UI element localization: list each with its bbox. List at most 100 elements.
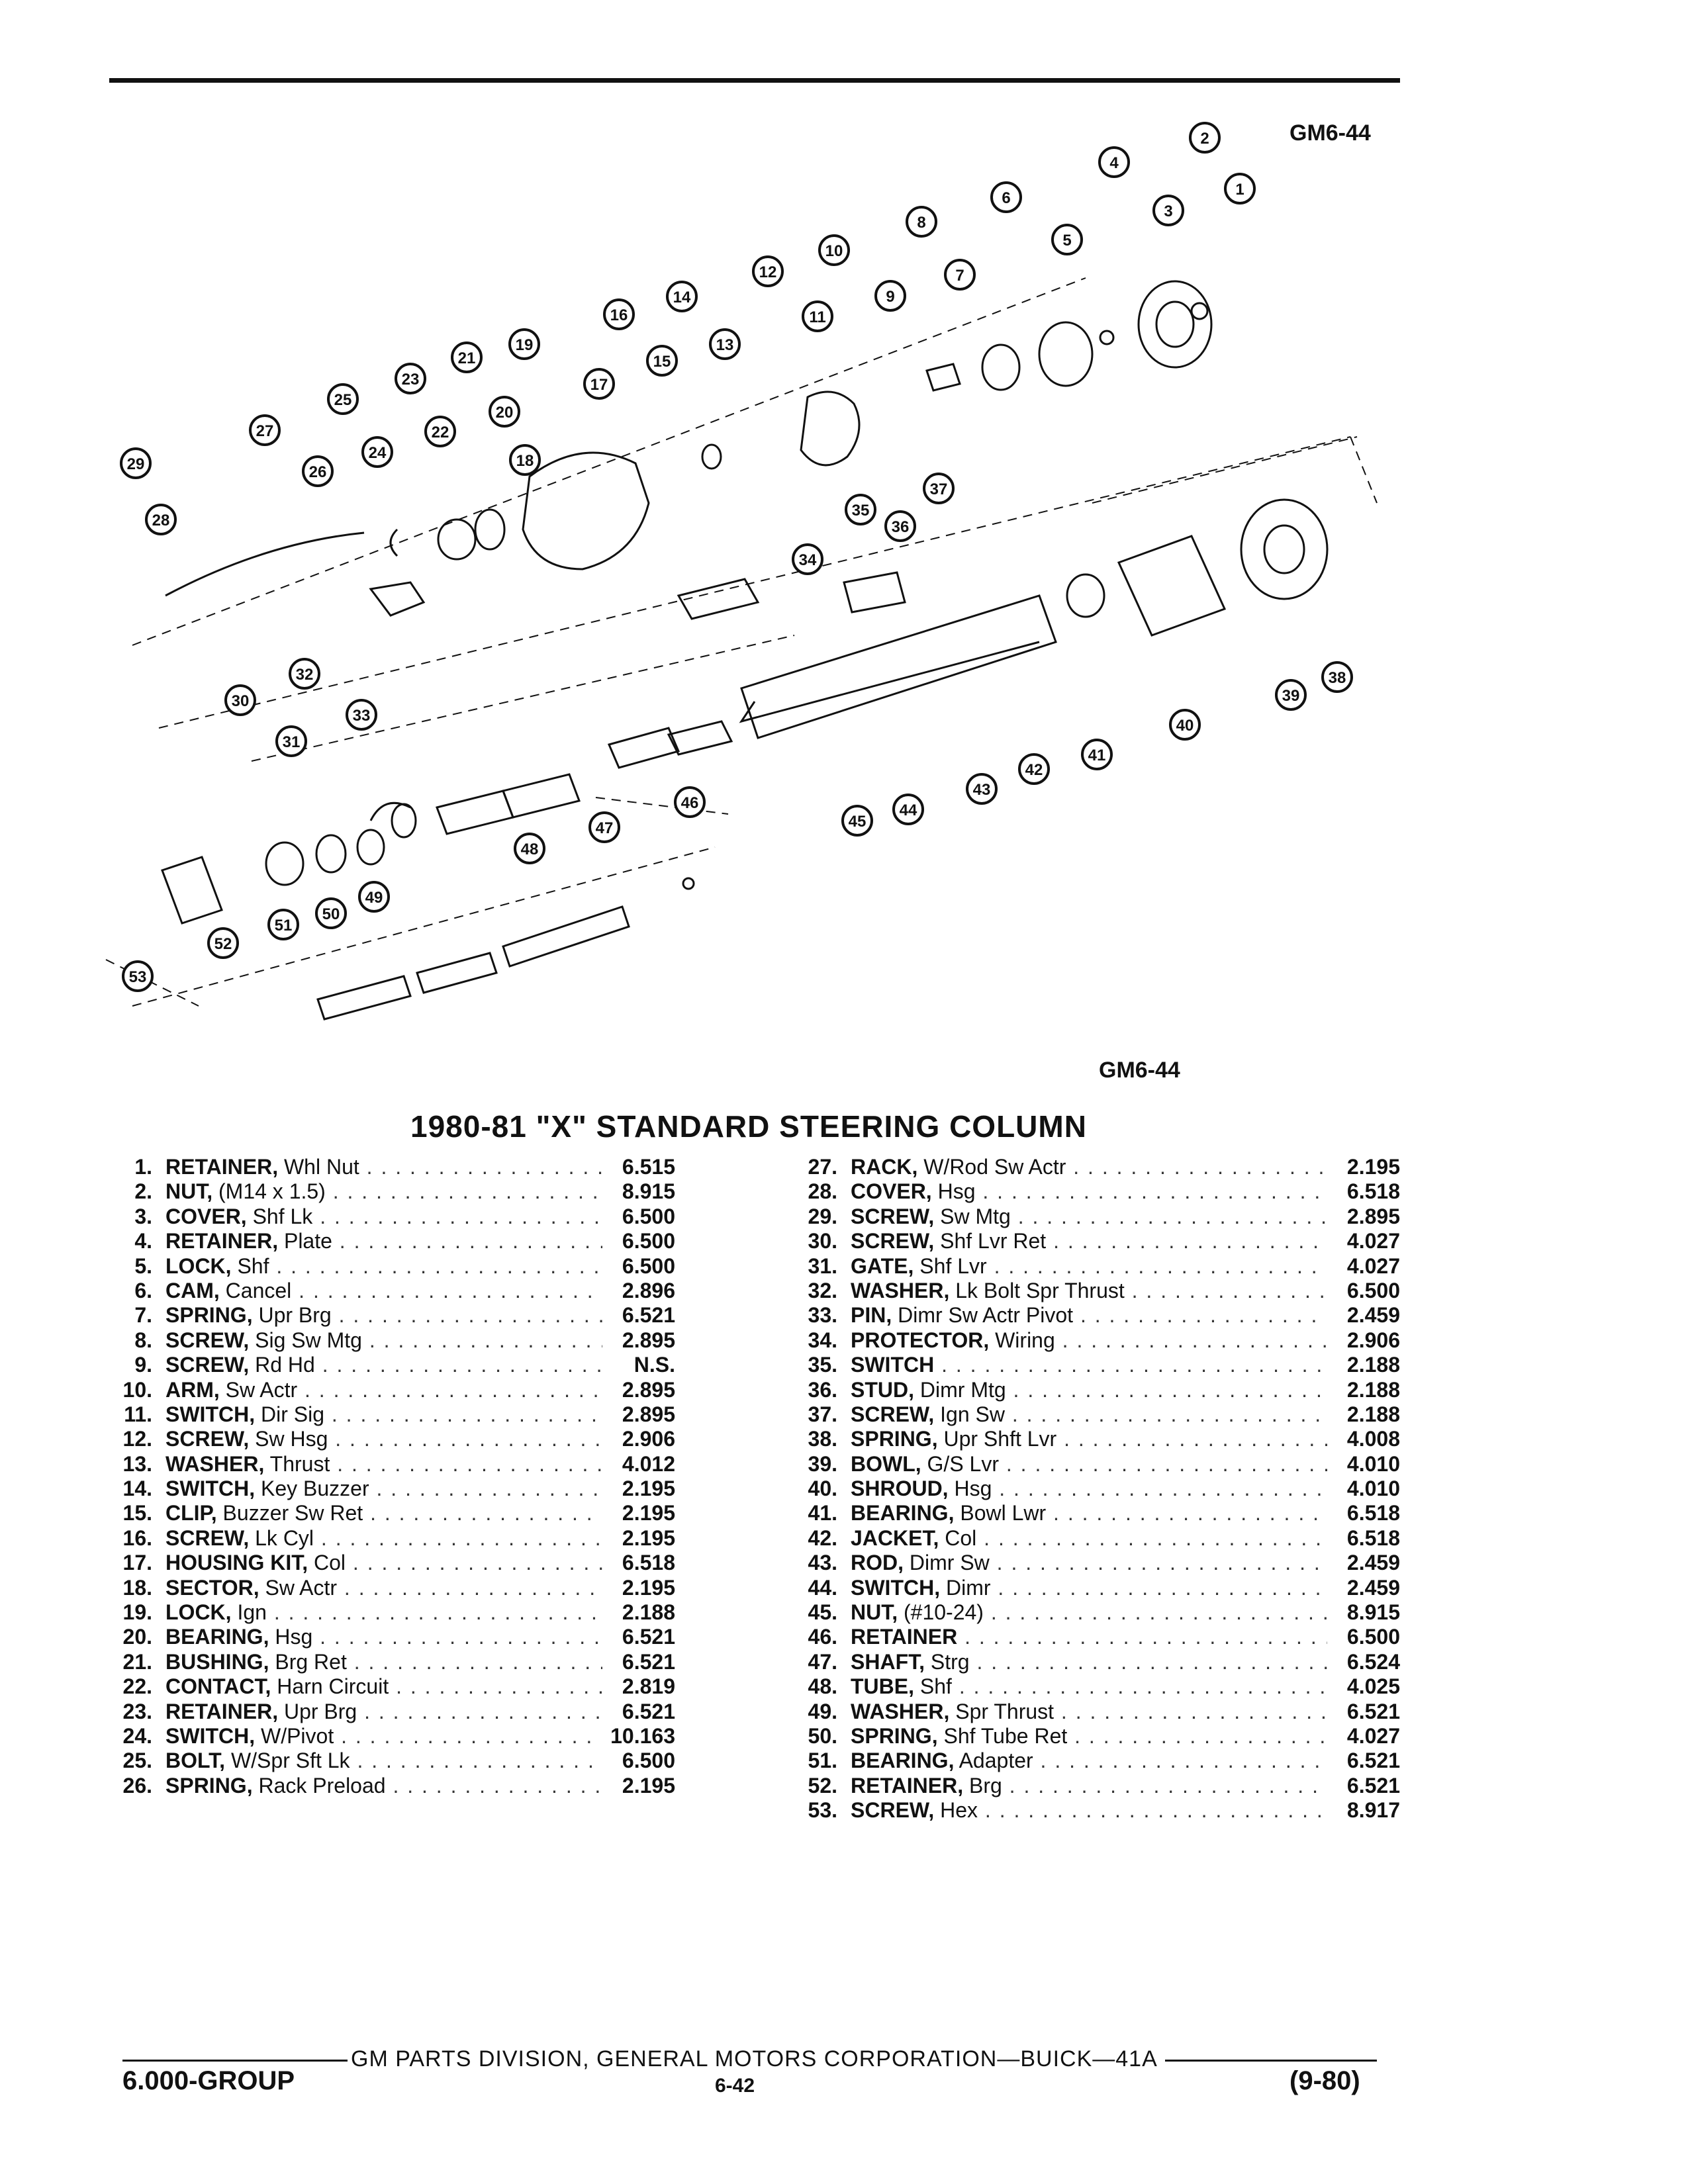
- part-description: SCREW, Rd Hd . . . . . . . . . . . . . .…: [165, 1353, 602, 1377]
- part-number: 41.: [808, 1501, 837, 1525]
- part-row: 46.RETAINER . . . . . . . . . . . . . . …: [784, 1625, 1420, 1649]
- callout-42: 42: [1018, 753, 1050, 785]
- part-row: 7.SPRING, Upr Brg . . . . . . . . . . . …: [99, 1303, 682, 1328]
- part-row: 13.WASHER, Thrust . . . . . . . . . . . …: [99, 1452, 682, 1477]
- part-group-code: 10.163: [610, 1723, 675, 1748]
- part-row: 6.CAM, Cancel . . . . . . . . . . . . . …: [99, 1279, 682, 1303]
- callout-50: 50: [315, 897, 347, 929]
- part-group-code: 6.500: [1346, 1625, 1400, 1649]
- part-description: SHROUD, Hsg . . . . . . . . . . . . . . …: [851, 1477, 1327, 1501]
- callout-number: 1: [1235, 181, 1244, 199]
- part-row: 5.LOCK, Shf . . . . . . . . . . . . . . …: [99, 1254, 682, 1279]
- part-number: 28.: [808, 1179, 837, 1204]
- callout-23: 23: [395, 363, 426, 394]
- part-number: 32.: [808, 1278, 837, 1302]
- footer-rule-left: [122, 2060, 348, 2062]
- part-group-code: 2.906: [622, 1427, 675, 1451]
- figure-code-top: GM6-44: [1289, 120, 1371, 146]
- part-group-code: 2.819: [622, 1674, 675, 1699]
- part-number: 23.: [122, 1699, 152, 1723]
- part-row: 41. BEARING, Bowl Lwr . . . . . . . . . .…: [784, 1501, 1420, 1525]
- part-description: SHAFT, Strg . . . . . . . . . . . . . . …: [851, 1649, 1327, 1674]
- part-description: SPRING, Upr Shft Lvr . . . . . . . . . .…: [851, 1427, 1327, 1451]
- part-group-code: 6.518: [1346, 1501, 1400, 1525]
- part-number: 4.: [134, 1229, 152, 1253]
- part-number: 14.: [122, 1477, 152, 1501]
- callout-number: 52: [214, 935, 232, 953]
- part-row: 1.RETAINER, Whl Nut . . . . . . . . . . …: [99, 1155, 682, 1179]
- part-row: 8.SCREW, Sig Sw Mtg . . . . . . . . . . …: [99, 1328, 682, 1353]
- part-group-code: 6.521: [622, 1303, 675, 1328]
- footer-date: (9-80): [1289, 2066, 1360, 2095]
- part-description: SWITCH, Dir Sig . . . . . . . . . . . . …: [165, 1402, 602, 1426]
- callout-number: 43: [973, 781, 991, 799]
- callout-11: 11: [802, 300, 833, 332]
- part-group-code: 2.195: [622, 1575, 675, 1600]
- part-number: 52.: [808, 1773, 837, 1797]
- callout-52: 52: [207, 927, 239, 959]
- part-description: SCREW, Ign Sw . . . . . . . . . . . . . …: [851, 1402, 1327, 1426]
- part-description: SCREW, Sw Hsg . . . . . . . . . . . . . …: [165, 1427, 602, 1451]
- callout-number: 19: [516, 336, 534, 354]
- part-number: 19.: [122, 1600, 152, 1625]
- footer-publisher: GM PARTS DIVISION, GENERAL MOTORS CORPOR…: [351, 2046, 1158, 2071]
- part-row: 16.SCREW, Lk Cyl . . . . . . . . . . . .…: [99, 1526, 682, 1551]
- callout-35: 35: [845, 494, 876, 525]
- callout-number: 49: [365, 889, 383, 907]
- part-number: 47.: [808, 1649, 837, 1674]
- part-number: 36.: [808, 1377, 837, 1402]
- callout-40: 40: [1169, 709, 1201, 741]
- callout-39: 39: [1275, 679, 1307, 711]
- part-group-code: 2.188: [1346, 1353, 1400, 1377]
- part-row: 50.SPRING, Shf Tube Ret . . . . . . . . …: [784, 1724, 1420, 1749]
- callout-number: 41: [1088, 747, 1106, 764]
- part-row: 25.BOLT, W/Spr Sft Lk . . . . . . . . . …: [99, 1749, 682, 1773]
- callout-number: 21: [458, 349, 476, 367]
- callout-4: 4: [1098, 146, 1130, 178]
- callout-number: 16: [610, 306, 628, 324]
- callout-5: 5: [1051, 224, 1083, 255]
- part-group-code: 6.521: [622, 1699, 675, 1723]
- part-group-code: 4.027: [1346, 1229, 1400, 1253]
- part-row: 38.SPRING, Upr Shft Lvr . . . . . . . . …: [784, 1427, 1420, 1451]
- part-group-code: 6.521: [622, 1649, 675, 1674]
- callout-number: 17: [590, 376, 608, 394]
- part-number: 21.: [122, 1649, 152, 1674]
- callout-34: 34: [792, 543, 823, 575]
- part-description: NUT, (M14 x 1.5) . . . . . . . . . . . .…: [165, 1179, 602, 1204]
- part-group-code: N.S.: [633, 1353, 675, 1377]
- part-description: BEARING, Bowl Lwr . . . . . . . . . . . …: [851, 1501, 1327, 1525]
- part-number: 7.: [134, 1303, 152, 1328]
- callout-number: 3: [1164, 203, 1172, 220]
- part-number: 44.: [808, 1575, 837, 1600]
- part-group-code: 6.500: [622, 1204, 675, 1228]
- part-description: BOWL, G/S Lvr . . . . . . . . . . . . . …: [851, 1451, 1327, 1476]
- footer-rule-right: [1165, 2060, 1377, 2062]
- callout-3: 3: [1152, 195, 1184, 226]
- part-row: 12.SCREW, Sw Hsg . . . . . . . . . . . .…: [99, 1427, 682, 1451]
- part-description: SWITCH, Key Buzzer . . . . . . . . . . .…: [165, 1477, 602, 1501]
- part-row: 44.SWITCH, Dimr . . . . . . . . . . . . …: [784, 1576, 1420, 1600]
- part-description: SCREW, Lk Cyl . . . . . . . . . . . . . …: [165, 1525, 602, 1550]
- callout-number: 2: [1200, 130, 1209, 148]
- part-number: 31.: [808, 1253, 837, 1278]
- callout-13: 13: [709, 328, 741, 360]
- callout-number: 7: [955, 267, 964, 285]
- part-row: 34.PROTECTOR, Wiring . . . . . . . . . .…: [784, 1328, 1420, 1353]
- part-number: 39.: [808, 1451, 837, 1476]
- part-number: 53.: [808, 1798, 837, 1823]
- part-description: HOUSING KIT, Col . . . . . . . . . . . .…: [165, 1551, 602, 1575]
- part-number: 1.: [134, 1155, 152, 1179]
- part-description: JACKET, Col . . . . . . . . . . . . . . …: [851, 1525, 1327, 1550]
- part-row: 52.RETAINER, Brg . . . . . . . . . . . .…: [784, 1774, 1420, 1798]
- callout-51: 51: [267, 909, 299, 940]
- part-group-code: 2.896: [622, 1278, 675, 1302]
- part-group-code: 6.521: [1346, 1749, 1400, 1773]
- part-number: 20.: [122, 1625, 152, 1649]
- part-row: 10.ARM, Sw Actr . . . . . . . . . . . . …: [99, 1378, 682, 1402]
- part-row: 4.RETAINER, Plate . . . . . . . . . . . …: [99, 1229, 682, 1253]
- part-row: 53.SCREW, Hex . . . . . . . . . . . . . …: [784, 1798, 1420, 1823]
- part-description: RETAINER . . . . . . . . . . . . . . . .…: [851, 1625, 1327, 1649]
- part-group-code: 2.895: [622, 1328, 675, 1352]
- part-number: 25.: [122, 1749, 152, 1773]
